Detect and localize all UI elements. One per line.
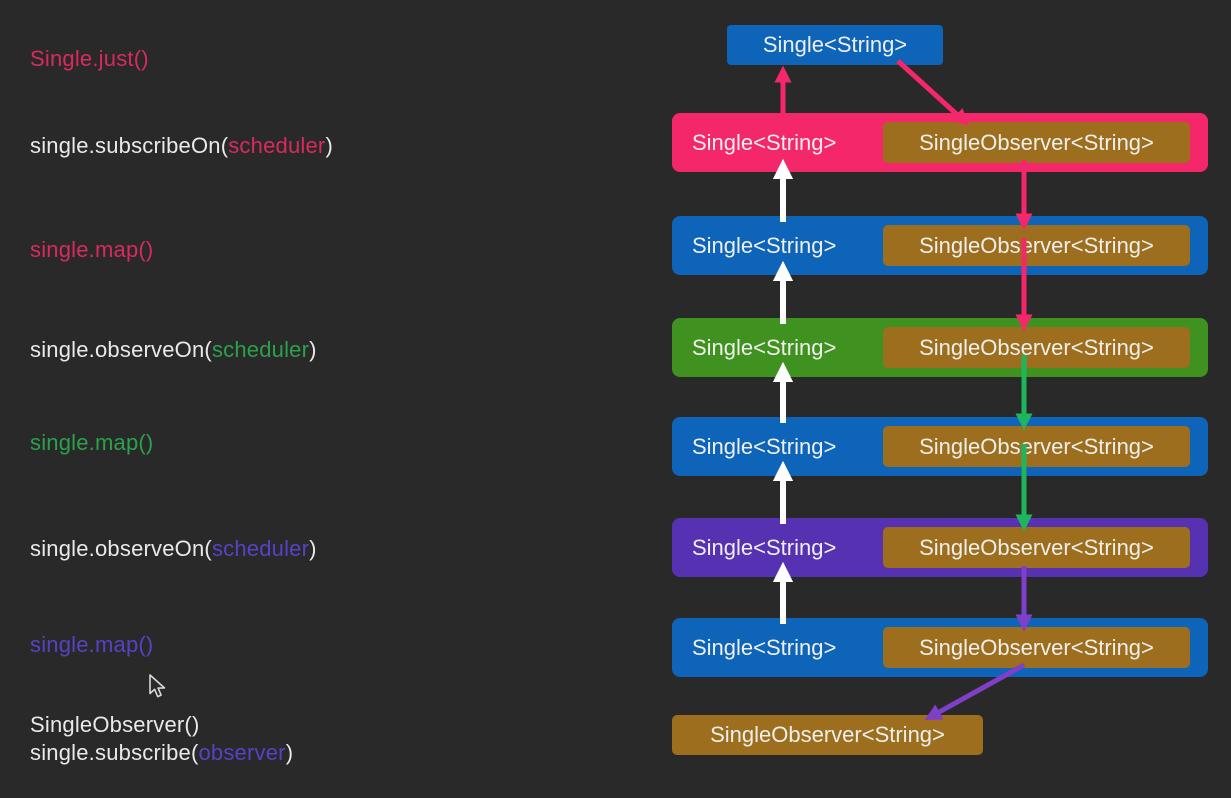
- thread-row-4: Single<String> SingleObserver<String>: [672, 417, 1208, 476]
- code-label-single-observer: SingleObserver(): [30, 712, 199, 738]
- single-label: Single<String>: [692, 232, 837, 258]
- single-label: Single<String>: [692, 534, 837, 560]
- observer-box: SingleObserver<String>: [883, 426, 1190, 467]
- observer-arg: observer: [198, 740, 286, 765]
- code-text: ): [325, 133, 333, 158]
- code-label-observe-on-1: single.observeOn(scheduler): [30, 337, 317, 363]
- observer-label: SingleObserver<String>: [919, 534, 1154, 560]
- thread-row-3: Single<String> SingleObserver<String>: [672, 318, 1208, 377]
- code-text: SingleObserver(): [30, 712, 200, 737]
- observer-box: SingleObserver<String>: [883, 122, 1190, 163]
- thread-row-6: Single<String> SingleObserver<String>: [672, 618, 1208, 677]
- observer-box: SingleObserver<String>: [883, 225, 1190, 266]
- code-text: ): [285, 740, 294, 765]
- code-text: single.observeOn(: [30, 337, 212, 362]
- scheduler-arg: scheduler: [228, 133, 326, 158]
- source-single-label: Single<String>: [762, 32, 908, 57]
- observer-box: SingleObserver<String>: [883, 527, 1190, 568]
- single-label: Single<String>: [692, 334, 837, 360]
- result-observer-box: SingleObserver<String>: [672, 715, 983, 755]
- arrow-down-pink-diagonal: [896, 59, 970, 126]
- single-label: Single<String>: [692, 129, 837, 155]
- code-text: Single.just(): [30, 46, 149, 71]
- thread-row-1: Single<String> SingleObserver<String>: [672, 113, 1208, 172]
- code-text: single.subscribe(: [30, 740, 199, 765]
- code-text: single.subscribeOn(: [30, 133, 229, 158]
- observer-box: SingleObserver<String>: [883, 327, 1190, 368]
- observer-label: SingleObserver<String>: [919, 232, 1154, 258]
- code-label-single-just: Single.just(): [30, 46, 149, 72]
- code-label-subscribe: single.subscribe(observer): [30, 740, 293, 766]
- observer-label: SingleObserver<String>: [919, 433, 1154, 459]
- scheduler-arg: scheduler: [211, 337, 310, 362]
- code-label-map-2: single.map(): [30, 430, 153, 456]
- code-text: single.observeOn(: [30, 536, 212, 561]
- code-text: single.map(): [30, 237, 154, 262]
- observer-label: SingleObserver<String>: [919, 129, 1154, 155]
- observer-label: SingleObserver<String>: [919, 334, 1154, 360]
- code-text: ): [309, 337, 317, 362]
- single-label: Single<String>: [692, 634, 837, 660]
- code-text: ): [309, 536, 317, 561]
- code-label-map-3: single.map(): [30, 632, 153, 658]
- observer-box: SingleObserver<String>: [883, 627, 1190, 668]
- scheduler-arg: scheduler: [211, 536, 310, 561]
- mouse-cursor-icon: [149, 674, 166, 698]
- observer-label: SingleObserver<String>: [919, 634, 1154, 660]
- result-observer-label: SingleObserver<String>: [710, 722, 945, 747]
- code-label-subscribe-on: single.subscribeOn(scheduler): [30, 133, 333, 159]
- code-label-map-1: single.map(): [30, 237, 153, 263]
- thread-row-2: Single<String> SingleObserver<String>: [672, 216, 1208, 275]
- code-text: single.map(): [30, 632, 154, 657]
- code-text: single.map(): [30, 430, 154, 455]
- code-label-observe-on-2: single.observeOn(scheduler): [30, 536, 317, 562]
- source-single-box: Single<String>: [727, 25, 943, 65]
- thread-row-5: Single<String> SingleObserver<String>: [672, 518, 1208, 577]
- single-label: Single<String>: [692, 433, 837, 459]
